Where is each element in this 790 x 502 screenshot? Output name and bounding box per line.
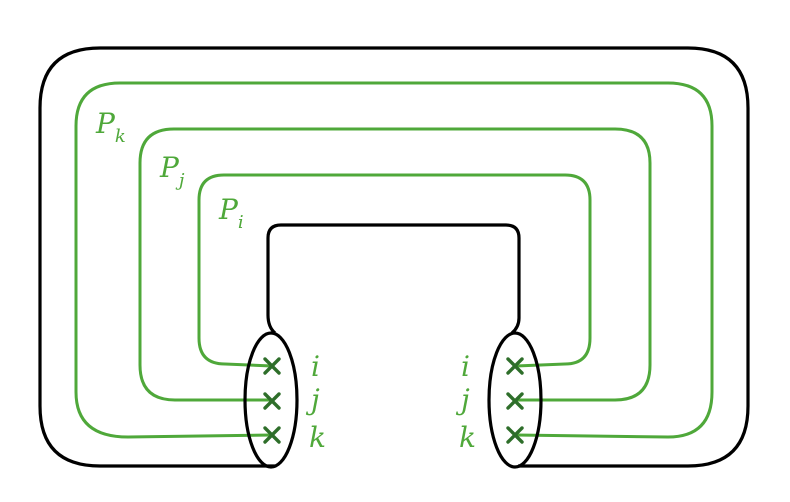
- cross-mark-icon: [263, 392, 281, 410]
- right-label-i: i: [461, 350, 470, 383]
- outer-boundary: [38, 46, 750, 468]
- cross-mark-icon: [506, 392, 524, 410]
- cross-mark-icon: [263, 357, 281, 375]
- cross-mark-icon: [506, 426, 524, 444]
- path-pj: [138, 127, 652, 402]
- right-label-j: j: [455, 383, 470, 416]
- path-pk: [74, 81, 714, 439]
- right-marks: [506, 357, 524, 444]
- right-label-k: k: [459, 421, 476, 454]
- cross-mark-icon: [263, 426, 281, 444]
- left-label-i: i: [311, 350, 320, 383]
- left-marks: [263, 357, 281, 444]
- path-pi: [197, 173, 592, 368]
- right-boundary-ellipse: [487, 331, 543, 469]
- left-boundary-ellipse: [243, 331, 299, 469]
- left-label-j: j: [305, 383, 320, 416]
- path-label-pk: Pk: [95, 107, 126, 147]
- cross-mark-icon: [506, 357, 524, 375]
- left-label-k: k: [309, 421, 326, 454]
- inner-boundary: [266, 223, 521, 335]
- path-label-pi: Pi: [218, 193, 244, 233]
- path-label-pj: Pj: [159, 151, 185, 191]
